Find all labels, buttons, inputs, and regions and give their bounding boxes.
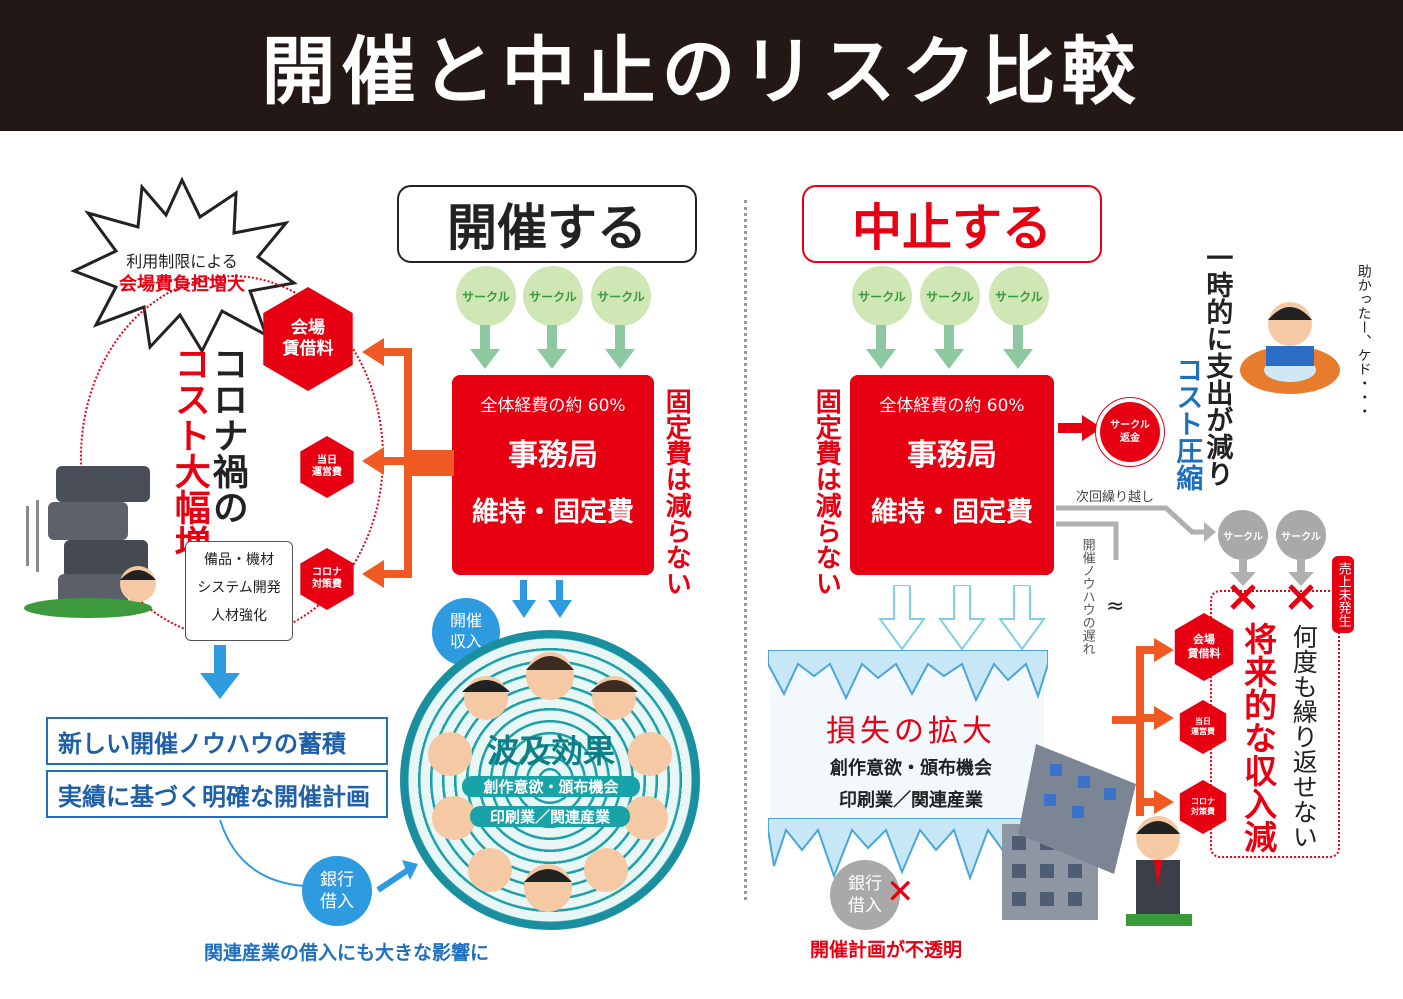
left-fixed-cost-vertical: 固定費は減らない bbox=[661, 388, 692, 596]
left-bank-arrow bbox=[376, 860, 418, 893]
right-circle-2: サークル bbox=[920, 266, 980, 326]
item-equipment: 備品・機材 bbox=[204, 552, 274, 568]
left-office-box: 全体経費の約 60% 事務局 維持・固定費 bbox=[452, 375, 654, 575]
ice-top-icicles bbox=[768, 650, 1048, 703]
right-box-line2: 事務局 bbox=[907, 438, 997, 473]
refund-circle: サークル 返金 bbox=[1100, 402, 1160, 462]
corona-vertical-2: コスト大幅増 bbox=[168, 345, 210, 561]
plan-box: 実績に基づく明確な開催計画 bbox=[46, 770, 388, 818]
loss-title: 損失の拡大 bbox=[826, 714, 996, 749]
left-box-line3: 維持・固定費 bbox=[472, 497, 634, 528]
left-orange-arrows bbox=[362, 338, 454, 588]
right-hex-venue: 会場 賃借料 bbox=[1174, 613, 1234, 681]
right-box-line1: 全体経費の約 60% bbox=[879, 396, 1025, 416]
right-circle-arrows bbox=[866, 325, 1033, 369]
left-circle-3: サークル bbox=[591, 266, 651, 326]
left-box-line2: 事務局 bbox=[508, 438, 598, 473]
crushed-person-illustration bbox=[24, 466, 156, 618]
people-ring-illustration bbox=[428, 652, 672, 912]
collapsing-buildings-illustration bbox=[1002, 744, 1136, 920]
left-income-arrows bbox=[512, 580, 572, 618]
item-staff: 人材強化 bbox=[211, 608, 267, 624]
left-circle-arrows bbox=[470, 325, 635, 369]
cannot-repeat-vertical: 何度も繰り返せない bbox=[1289, 624, 1319, 849]
right-fixed-cost-vertical: 固定費は減らない bbox=[811, 388, 842, 596]
left-circle-2: サークル bbox=[523, 266, 583, 326]
cost-compress-vertical: コスト圧縮 bbox=[1171, 356, 1203, 491]
left-heading: 開催する bbox=[397, 185, 697, 263]
worried-businessman-illustration bbox=[1126, 816, 1192, 926]
loss-sub2: 印刷業／関連産業 bbox=[839, 790, 983, 811]
relief-speech: 助かったー、ケド・・・ bbox=[1355, 264, 1372, 418]
left-bottom-note: 関連産業の借入にも大きな影響に bbox=[204, 942, 490, 964]
left-blue-down-arrow bbox=[200, 645, 240, 699]
right-hex-corona: コロナ 対策費 bbox=[1179, 780, 1227, 834]
carry-over-label: 次回繰り越し bbox=[1076, 490, 1155, 505]
right-bottom-note: 開催計画が不透明 bbox=[810, 939, 963, 961]
center-divider bbox=[744, 200, 747, 900]
right-hex-day: 当日 運営費 bbox=[1179, 700, 1227, 754]
left-hex-venue: 会場 賃借料 bbox=[263, 287, 353, 391]
right-office-box: 全体経費の約 60% 事務局 維持・固定費 bbox=[850, 375, 1054, 575]
knowhow-box: 新しい開催ノウハウの蓄積 bbox=[46, 717, 388, 765]
right-bank-bubble: 銀行 借入 bbox=[830, 860, 900, 930]
right-orange-arrows bbox=[1112, 638, 1174, 816]
temp-reduce-vertical: 一時的に支出が減り bbox=[1201, 244, 1233, 487]
carry-circle-2: サークル bbox=[1276, 510, 1326, 560]
right-box-line3: 維持・固定費 bbox=[871, 497, 1033, 528]
knowhow-delay-vertical: 開催ノウハウの遅れ bbox=[1079, 538, 1095, 655]
left-box-line1: 全体経費の約 60% bbox=[480, 396, 626, 416]
left-items-box: 備品・機材 システム開発 人材強化 bbox=[185, 541, 293, 641]
right-bank-x: ✕ bbox=[886, 872, 915, 912]
future-income-vertical: 将来的な収入減 bbox=[1238, 622, 1278, 853]
right-circle-1: サークル bbox=[852, 266, 912, 326]
approx-symbol: ≈ bbox=[1106, 594, 1125, 619]
item-system: システム開発 bbox=[197, 580, 281, 596]
right-outline-arrows bbox=[878, 585, 1046, 651]
left-hex-day: 当日 運営費 bbox=[300, 436, 354, 498]
ripple-title: 波及効果 bbox=[486, 732, 615, 770]
ripple-sub2: 印刷業／関連産業 bbox=[470, 806, 630, 827]
page-title: 開催と中止のリスク比較 bbox=[0, 0, 1403, 131]
floating-person-illustration bbox=[1240, 302, 1340, 394]
burst-line1: 利用制限による bbox=[126, 252, 238, 271]
right-circle-3: サークル bbox=[989, 266, 1049, 326]
ripple-sub1: 創作意欲・頒布機会 bbox=[462, 776, 640, 797]
refund-label: サークル 返金 bbox=[1110, 420, 1150, 444]
loss-sub1: 創作意欲・頒布機会 bbox=[830, 758, 992, 779]
corona-vertical-1: コロナ禍の bbox=[206, 345, 248, 525]
left-circle-1: サークル bbox=[456, 266, 516, 326]
carry-over-arrows bbox=[1056, 505, 1216, 560]
right-heading: 中止する bbox=[802, 185, 1102, 263]
carry-down-arrows bbox=[1230, 558, 1314, 610]
left-bank-bubble: 銀行 借入 bbox=[302, 856, 372, 926]
refund-arrow bbox=[1058, 415, 1102, 441]
carry-circle-1: サークル bbox=[1218, 510, 1268, 560]
